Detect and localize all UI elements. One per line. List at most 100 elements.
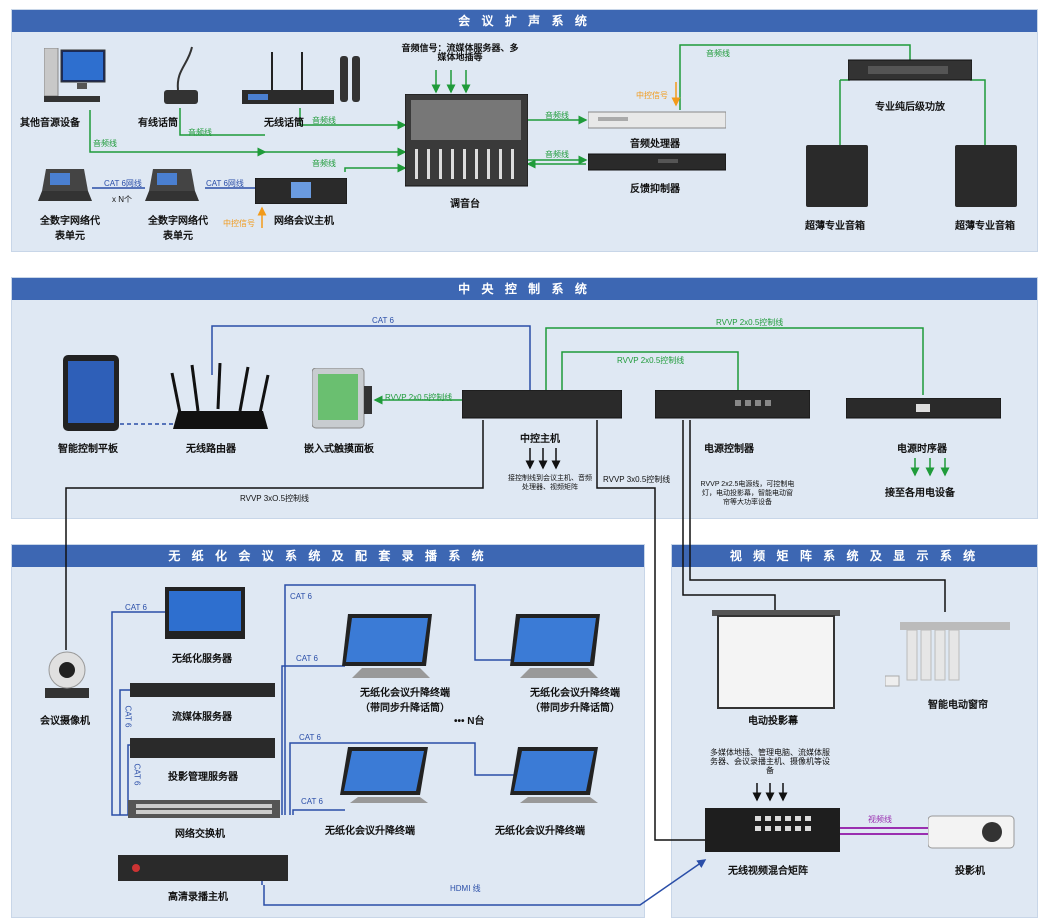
cat6-paperless-3: CAT 6 <box>296 654 318 663</box>
paperless-system-panel: 无 纸 化 会 议 系 统 及 配 套 录 播 系 统 <box>11 544 645 918</box>
touch-panel-label: 嵌入式触摸面板 <box>304 444 374 455</box>
router-label: 无线路由器 <box>186 444 236 455</box>
x-n-label: x N个 <box>112 195 132 204</box>
lift-terminal-1-icon <box>342 610 437 680</box>
conference-camera-icon <box>40 648 95 700</box>
terminal-2-label: 无纸化会议升降终端 <box>495 826 585 837</box>
speaker-left-icon <box>806 145 868 207</box>
power-controller-label: 电源控制器 <box>704 444 754 455</box>
network-switch-label: 网络交换机 <box>175 829 225 840</box>
lift-terminal-2-label: 无纸化会议升降终端（带同步升降话筒） <box>530 688 620 714</box>
power-controller-note: RVVP 2x2.5电源线，可控制电灯，电动投影幕，智能电动窗帘等大功率设备 <box>700 481 795 506</box>
conference-host-icon <box>254 177 348 205</box>
delegate-unit-a-label: 全数字网络代表单元 <box>40 216 100 242</box>
audio-line-label-3: 音频线 <box>312 116 336 125</box>
projector-label: 投影机 <box>955 866 985 877</box>
projection-screen-icon <box>712 610 840 710</box>
audio-processor-icon <box>587 110 727 130</box>
recorder-icon <box>118 855 288 883</box>
stream-server-label: 流媒体服务器 <box>172 712 232 723</box>
wired-mic-label: 有线话筒 <box>138 118 178 129</box>
video-system-title: 视 频 矩 阵 系 统 及 显 示 系 统 <box>672 545 1037 567</box>
video-line-label: 视频线 <box>868 815 892 824</box>
power-amp-icon <box>847 58 973 82</box>
mixer-icon <box>404 93 529 189</box>
cat6-paperless-6: CAT 6 <box>123 705 133 728</box>
other-source-label: 其他音源设备 <box>20 118 80 129</box>
touch-panel-icon <box>311 367 372 430</box>
rvvp-panel-label: RVVP 2x0.5控制线 <box>385 393 453 402</box>
cat6-label-a: CAT 6网线 <box>104 179 142 188</box>
rvvp-mid-label: RVVP 2x0.5控制线 <box>617 356 685 365</box>
n-units-label: ••• N台 <box>454 716 485 727</box>
control-signal-label-a: 中控信号 <box>636 91 668 100</box>
audio-system-panel: 会 议 扩 声 系 统 <box>11 9 1038 252</box>
audio-line-label-5: 音频线 <box>545 111 569 120</box>
audio-line-label-1: 音频线 <box>93 139 117 148</box>
audio-system-title: 会 议 扩 声 系 统 <box>12 10 1037 32</box>
stream-server-icon <box>130 683 275 701</box>
paperless-server-label: 无纸化服务器 <box>172 654 232 665</box>
cat6-control-label: CAT 6 <box>372 316 394 325</box>
video-matrix-icon <box>705 808 840 856</box>
video-sources-note: 多媒体地插、管理电脑、流媒体服务器、会议录播主机、摄像机等设备 <box>710 748 830 775</box>
terminal-1-label: 无纸化会议升降终端 <box>325 826 415 837</box>
cat6-paperless-4: CAT 6 <box>299 733 321 742</box>
audio-line-label-4: 音频线 <box>312 159 336 168</box>
rvvp-top-label: RVVP 2x0.5控制线 <box>716 318 784 327</box>
to-devices-label: 接至各用电设备 <box>885 488 955 499</box>
power-sequencer-icon <box>845 397 1002 420</box>
speaker-right-icon <box>955 145 1017 207</box>
lift-terminal-1-label: 无纸化会议升降终端（带同步升降话筒） <box>360 688 450 714</box>
delegate-unit-a-icon <box>36 167 94 205</box>
feedback-suppressor-icon <box>587 152 727 172</box>
central-controller-label: 中控主机 <box>520 434 560 445</box>
audio-line-label-2: 音频线 <box>188 128 212 137</box>
speaker-left-label: 超薄专业音箱 <box>805 221 865 232</box>
cat6-label-b: CAT 6网线 <box>206 179 244 188</box>
speaker-right-label: 超薄专业音箱 <box>955 221 1015 232</box>
delegate-unit-b-icon <box>143 167 201 205</box>
cat6-paperless-2: CAT 6 <box>290 592 312 601</box>
cat6-paperless-1: CAT 6 <box>125 603 147 612</box>
cat6-paperless-7: CAT 6 <box>132 763 142 786</box>
power-controller-icon <box>654 389 811 422</box>
power-sequencer-label: 电源时序器 <box>897 444 947 455</box>
terminal-1-icon <box>340 745 435 805</box>
media-signal-label: 音频信号：流媒体服务器、多媒体地插等 <box>401 43 519 62</box>
curtain-icon <box>884 612 1015 697</box>
hdmi-label: HDMI 线 <box>450 884 481 893</box>
audio-line-label-7: 音频线 <box>706 49 730 58</box>
lift-terminal-2-icon <box>510 610 605 680</box>
projector-icon <box>927 810 1016 852</box>
tablet-icon <box>63 355 119 431</box>
pc-icon <box>43 47 106 106</box>
rvvp-camera-label: RVVP 3xO.5控制线 <box>240 494 310 503</box>
gooseneck-mic-icon <box>162 45 202 107</box>
projection-manager-label: 投影管理服务器 <box>168 772 238 783</box>
control-signal-label-b: 中控信号 <box>223 219 255 228</box>
feedback-suppressor-label: 反馈抑制器 <box>630 184 680 195</box>
delegate-unit-b-label: 全数字网络代表单元 <box>148 216 208 242</box>
control-system-title: 中 央 控 制 系 统 <box>12 278 1037 300</box>
wireless-mic-label: 无线话筒 <box>264 118 304 129</box>
video-matrix-label: 无线视频混合矩阵 <box>728 866 808 877</box>
wireless-receiver-icon <box>240 50 365 108</box>
rvvp-matrix-label: RVVP 3x0.5控制线 <box>603 475 671 484</box>
conference-host-label: 网络会议主机 <box>274 216 334 227</box>
audio-processor-label: 音频处理器 <box>630 139 680 150</box>
projection-screen-label: 电动投影幕 <box>748 716 798 727</box>
video-system-panel: 视 频 矩 阵 系 统 及 显 示 系 统 <box>671 544 1038 918</box>
central-note: 接控制线到会议主机、音频处理器、视频矩阵 <box>508 475 592 491</box>
cat6-paperless-5: CAT 6 <box>301 797 323 806</box>
paperless-system-title: 无 纸 化 会 议 系 统 及 配 套 录 播 系 统 <box>12 545 644 567</box>
conference-camera-label: 会议摄像机 <box>40 716 90 727</box>
audio-line-label-6: 音频线 <box>545 150 569 159</box>
paperless-server-icon <box>165 587 245 642</box>
curtain-label: 智能电动窗帘 <box>928 700 988 711</box>
central-controller-icon <box>461 389 623 422</box>
network-switch-icon <box>128 800 280 820</box>
recorder-label: 高清录播主机 <box>168 892 228 903</box>
terminal-2-icon <box>510 745 605 805</box>
